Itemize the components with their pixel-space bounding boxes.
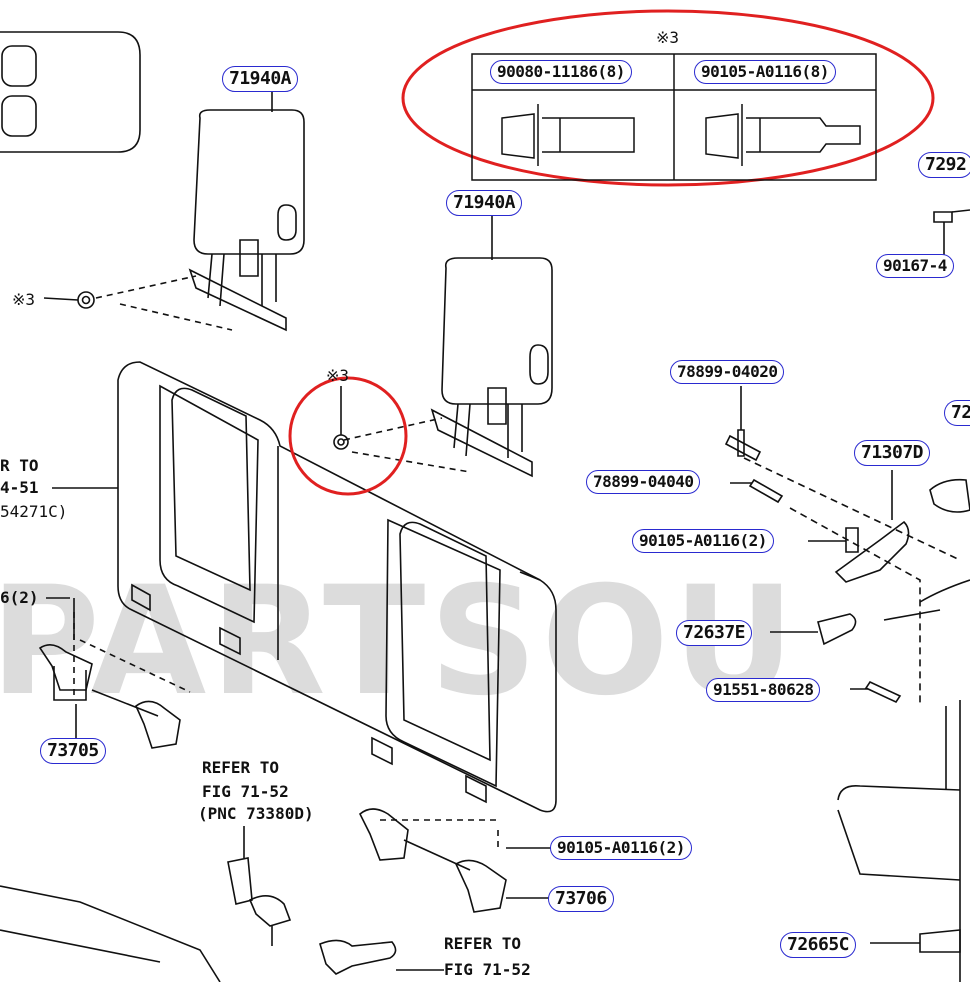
table-column-part-1[interactable]: 90080-11186(8) — [490, 60, 632, 84]
refer-center-line3: (PNC 73380D) — [198, 804, 314, 823]
table-header-note: ※3 — [656, 28, 680, 47]
refer-left-line1: R TO — [0, 456, 39, 475]
refer-left-cut-bolt: 6(2) — [0, 588, 39, 607]
callout-71307d[interactable]: 71307D — [854, 440, 931, 466]
refer-left-line2: 4-51 — [0, 478, 39, 497]
callout-91551-80628[interactable]: 91551-80628 — [706, 678, 821, 702]
cut-component-slot-lower — [1, 95, 37, 137]
callout-71940a-right[interactable]: 71940A — [446, 190, 523, 216]
belt-right-drawing — [359, 808, 552, 913]
callout-78899-04020[interactable]: 78899-04020 — [670, 360, 785, 384]
nut-center — [333, 434, 349, 450]
refer-center-line1: REFER TO — [202, 758, 280, 777]
right-side-drawing — [724, 209, 970, 982]
table-column-part-2[interactable]: 90105-A0116(8) — [694, 60, 836, 84]
callout-90105-a0116-upper[interactable]: 90105-A0116(2) — [632, 529, 774, 553]
callout-7292[interactable]: 7292 — [918, 152, 970, 178]
headrest-right-drawing — [430, 257, 553, 478]
refer-bottom-line2: FIG 71-52 — [444, 960, 531, 979]
nut-note-center: ※3 — [326, 366, 350, 385]
refer-center-line2: FIG 71-52 — [202, 782, 289, 801]
highlight-ellipse-table — [401, 9, 935, 187]
refer-bottom-line1: REFER TO — [444, 934, 522, 953]
callout-72637e[interactable]: 72637E — [676, 620, 753, 646]
callout-73705[interactable]: 73705 — [40, 738, 106, 764]
watermark: PARTSOU — [0, 555, 799, 729]
highlight-circle-nut — [288, 376, 408, 496]
buckle-drawing — [0, 826, 444, 982]
cut-component-top-left — [0, 31, 141, 153]
parts-table-frame — [471, 53, 877, 181]
callout-73706[interactable]: 73706 — [548, 886, 614, 912]
callout-72665c[interactable]: 72665C — [780, 932, 857, 958]
callout-71940a-left[interactable]: 71940A — [222, 66, 299, 92]
callout-90167-4[interactable]: 90167-4 — [876, 254, 954, 278]
refer-left-line3: 54271C) — [0, 502, 68, 521]
nut-left — [77, 291, 95, 309]
belt-left-drawing — [38, 598, 191, 749]
seatback-drawing — [117, 361, 557, 813]
headrest-left-drawing — [188, 109, 305, 332]
callout-90105-a0116-lower[interactable]: 90105-A0116(2) — [550, 836, 692, 860]
callout-72-cut[interactable]: 72 — [944, 400, 970, 426]
callout-78899-04040[interactable]: 78899-04040 — [586, 470, 701, 494]
nut-note-left: ※3 — [12, 290, 36, 309]
cut-component-slot-upper — [1, 45, 37, 87]
